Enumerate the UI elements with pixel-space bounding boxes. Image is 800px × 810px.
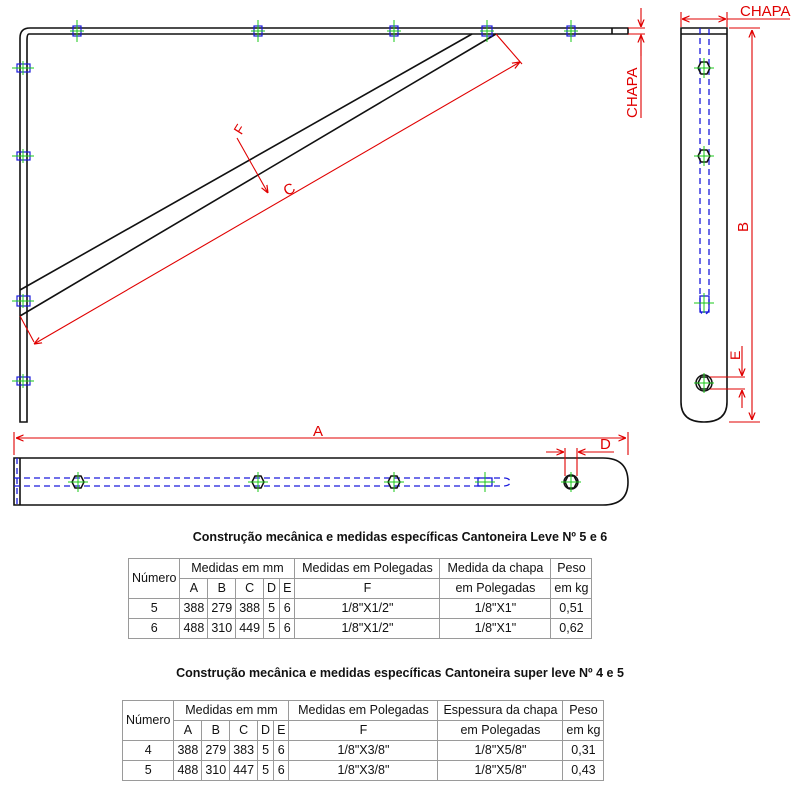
cell-peso: 0,31 [562,740,605,761]
bracket-bottom-view [13,457,629,506]
cell-c: 449 [235,618,265,639]
cell-c: 383 [229,740,259,761]
cell-a: 488 [173,760,203,781]
cell-a: 388 [179,598,209,619]
cell-d: 5 [263,618,281,639]
subheader-b: B [201,720,231,741]
header-chapa-l1: Medida da chapa [439,558,552,579]
header-medidas-mm: Medidas em mm [173,700,290,721]
cell-chapa: 1/8"X1" [439,598,552,619]
bracket-outline [19,27,629,423]
label-a: A [313,423,323,440]
front-view-hole-markers [16,25,576,386]
cell-d: 5 [257,760,275,781]
cell-numero: 4 [121,740,175,761]
header-medidas-pol: Medidas em Polegadas [294,558,441,579]
cell-peso: 0,43 [562,760,605,781]
bracket-side-view [680,27,728,423]
table-row: 4 388 279 383 5 6 1/8"X3/8" 1/8"X5/8" 0,… [121,740,605,761]
table-1-title: Construção mecânica e medidas específica… [192,530,608,544]
bracket-front-view [19,27,629,423]
subheader-a: A [173,720,203,741]
cell-f: 1/8"X1/2" [294,598,441,619]
header-peso-l1: Peso [562,700,605,721]
dimension-a [13,432,629,455]
cell-b: 279 [201,740,231,761]
header-chapa-l2: em Polegadas [437,720,564,741]
subheader-f: F [294,578,441,599]
cell-peso: 0,62 [550,618,593,639]
header-peso-l2: em kg [562,720,605,741]
subheader-c: C [229,720,259,741]
bottom-view-holes [71,474,579,490]
side-view-outline [680,27,728,423]
brace-upper-edge [19,33,473,291]
subheader-d: D [257,720,275,741]
header-medidas-mm: Medidas em mm [179,558,296,579]
subheader-e: E [273,720,290,741]
cell-chapa: 1/8"X5/8" [437,740,564,761]
table-row: 5 388 279 388 5 6 1/8"X1/2" 1/8"X1" 0,51 [127,598,593,619]
dimension-f [236,137,268,193]
spec-table-1: Número Medidas em mm Medidas em Polegada… [127,558,593,639]
subheader-b: B [207,578,237,599]
header-chapa-l2: em Polegadas [439,578,552,599]
subheader-a: A [179,578,209,599]
cell-b: 310 [207,618,237,639]
bottom-view-outline [13,457,629,506]
technical-drawing: C F CHAPA CHAPA [12,3,791,506]
header-peso-l1: Peso [550,558,593,579]
header-numero: Número [127,558,181,599]
label-chapa-horizontal: CHAPA [740,3,791,20]
dimension-chapa-vertical [628,8,645,118]
label-chapa-vertical: CHAPA [624,67,641,118]
dimension-d [546,448,614,476]
cell-e: 6 [273,740,290,761]
dimension-chapa-horizontal [680,12,790,27]
cell-f: 1/8"X3/8" [288,740,439,761]
side-view-center-lines [694,58,714,393]
label-f: F [230,121,248,137]
table-2-title: Construção mecânica e medidas específica… [176,666,624,680]
label-d: D [600,436,611,453]
table-row: 6 488 310 449 5 6 1/8"X1/2" 1/8"X1" 0,62 [127,618,593,639]
cell-f: 1/8"X3/8" [288,760,439,781]
cell-c: 447 [229,760,259,781]
cell-a: 388 [173,740,203,761]
cell-d: 5 [263,598,281,619]
header-peso-l2: em kg [550,578,593,599]
cell-b: 279 [207,598,237,619]
cell-c: 388 [235,598,265,619]
dimension-b [729,27,760,423]
cell-chapa: 1/8"X1" [439,618,552,639]
header-numero: Número [121,700,175,741]
cell-peso: 0,51 [550,598,593,619]
cell-f: 1/8"X1/2" [294,618,441,639]
header-chapa-l1: Espessura da chapa [437,700,564,721]
label-b: B [735,222,752,232]
cell-e: 6 [279,618,296,639]
table-row: 5 488 310 447 5 6 1/8"X3/8" 1/8"X5/8" 0,… [121,760,605,781]
header-medidas-pol: Medidas em Polegadas [288,700,439,721]
cell-e: 6 [279,598,296,619]
bottom-view-center-lines [68,472,581,492]
subheader-f: F [288,720,439,741]
label-c: C [281,180,299,200]
dimension-c [19,33,523,344]
spec-table-2: Número Medidas em mm Medidas em Polegada… [121,700,605,781]
front-view-center-lines [12,20,578,388]
cell-e: 6 [273,760,290,781]
label-e: E [727,351,743,360]
cell-chapa: 1/8"X5/8" [437,760,564,781]
cell-numero: 5 [121,760,175,781]
cell-a: 488 [179,618,209,639]
dimension-e [710,346,745,408]
cell-numero: 5 [127,598,181,619]
subheader-e: E [279,578,296,599]
cell-numero: 6 [127,618,181,639]
cell-d: 5 [257,740,275,761]
subheader-d: D [263,578,281,599]
subheader-c: C [235,578,265,599]
cell-b: 310 [201,760,231,781]
